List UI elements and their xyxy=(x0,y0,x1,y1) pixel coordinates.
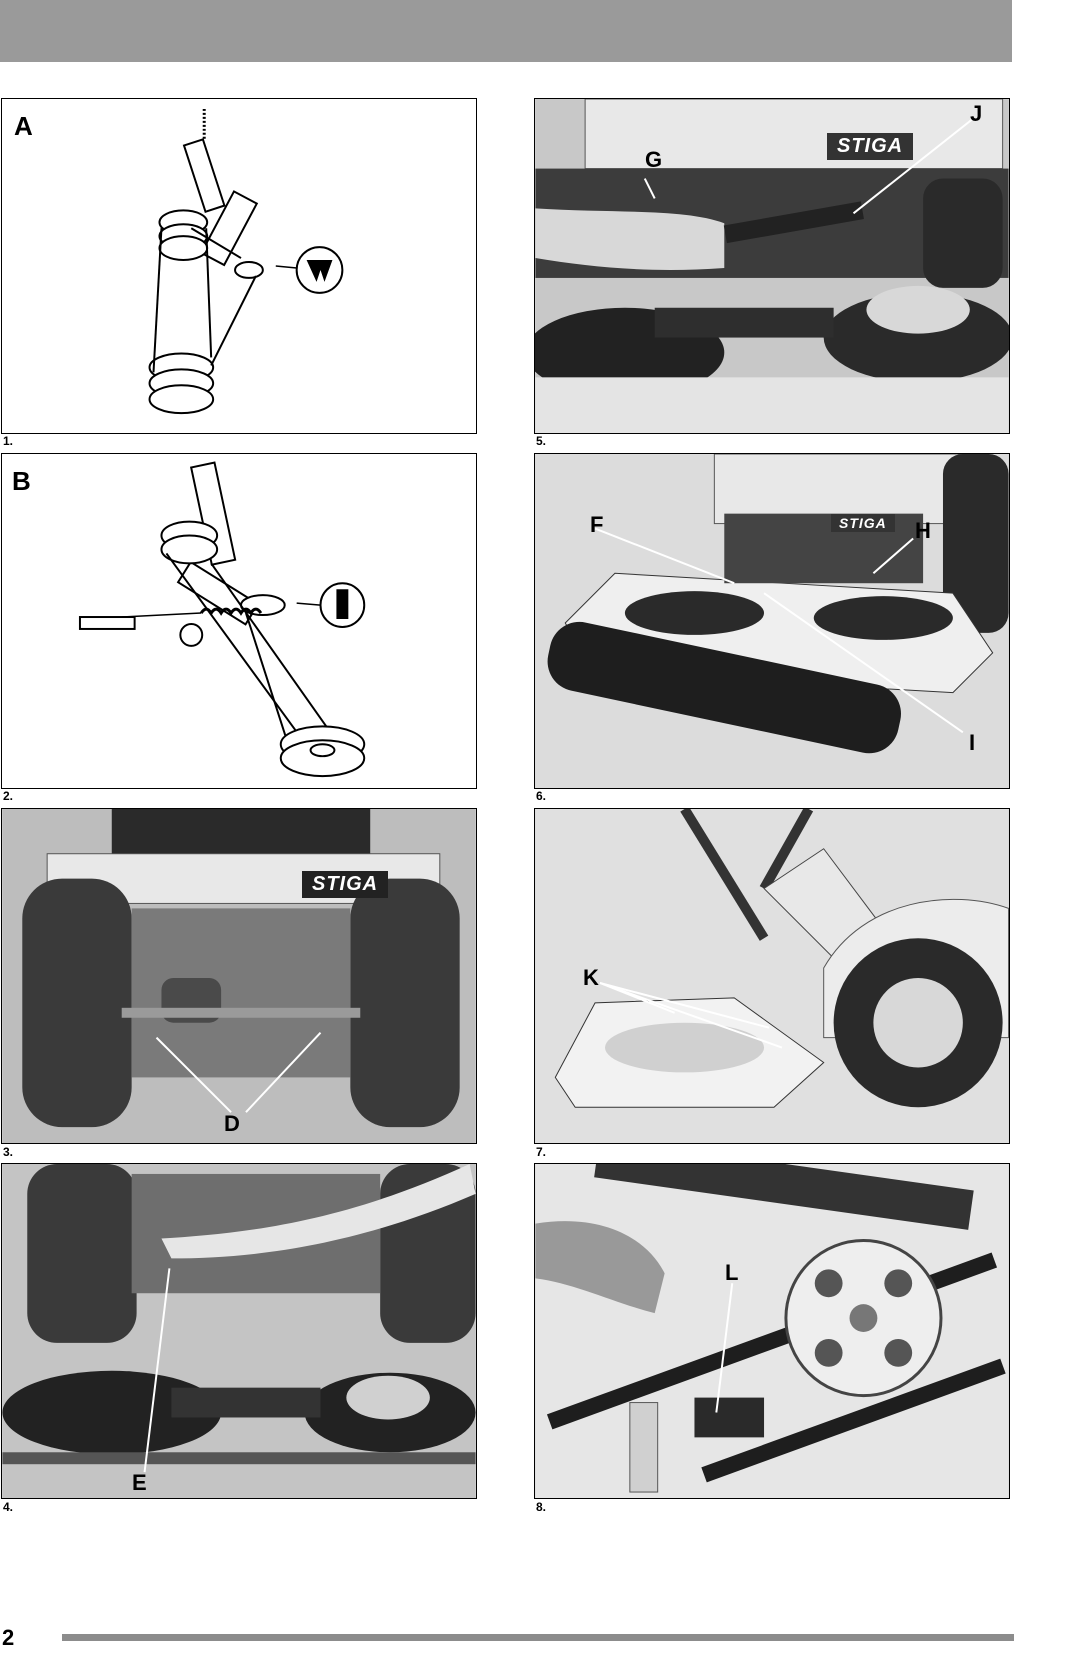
figure-caption: 4. xyxy=(3,1500,14,1514)
callout-label: J xyxy=(970,101,983,126)
brand-logo: STIGA xyxy=(831,514,895,532)
figure-1-drawing: A xyxy=(1,98,477,434)
figure-caption: 3. xyxy=(3,1145,14,1159)
mower-deck-raised-photo xyxy=(535,809,1009,1143)
figure-caption: 6. xyxy=(536,789,547,803)
callout-label: L xyxy=(725,1260,739,1285)
header-bar xyxy=(0,0,1012,62)
brand-logo: STIGA xyxy=(827,133,914,160)
figure-caption: 7. xyxy=(536,1145,547,1159)
figure-4-photo: E xyxy=(1,1163,477,1499)
mower-rear-view-photo xyxy=(2,809,476,1143)
callout-label: F xyxy=(590,512,604,537)
brand-logo: STIGA xyxy=(302,871,389,898)
callout-label: I xyxy=(969,730,976,755)
figure-6-photo: STIGA F H I xyxy=(534,453,1010,789)
callout-label: D xyxy=(224,1111,240,1136)
page-number: 2 xyxy=(2,1625,15,1650)
figure-7-photo: K xyxy=(534,808,1010,1144)
mower-pin-removal-photo xyxy=(2,1164,476,1498)
figure-caption: 2. xyxy=(3,789,14,803)
belt-tensioner-diagram-a xyxy=(148,108,344,415)
callout-label: E xyxy=(132,1470,147,1495)
callout-label: H xyxy=(915,518,931,543)
belt-tensioner-diagram-b xyxy=(78,461,366,778)
figure-caption: 8. xyxy=(536,1500,547,1514)
figure-2-drawing: B xyxy=(1,453,477,789)
callout-label: K xyxy=(583,965,599,990)
callout-label: G xyxy=(645,147,663,172)
footer-rule xyxy=(62,1634,1014,1641)
mower-front-rod-photo xyxy=(535,99,1009,433)
figure-5-photo: STIGA J G xyxy=(534,98,1010,434)
mower-deck-side-photo xyxy=(535,454,1009,788)
figure-label: A xyxy=(14,111,33,141)
figure-caption: 1. xyxy=(3,434,14,448)
figure-3-photo: STIGA D xyxy=(1,808,477,1144)
mower-belt-pulley-photo xyxy=(535,1164,1009,1498)
figure-label: B xyxy=(12,466,31,496)
figure-caption: 5. xyxy=(536,434,547,448)
figure-8-photo: L xyxy=(534,1163,1010,1499)
